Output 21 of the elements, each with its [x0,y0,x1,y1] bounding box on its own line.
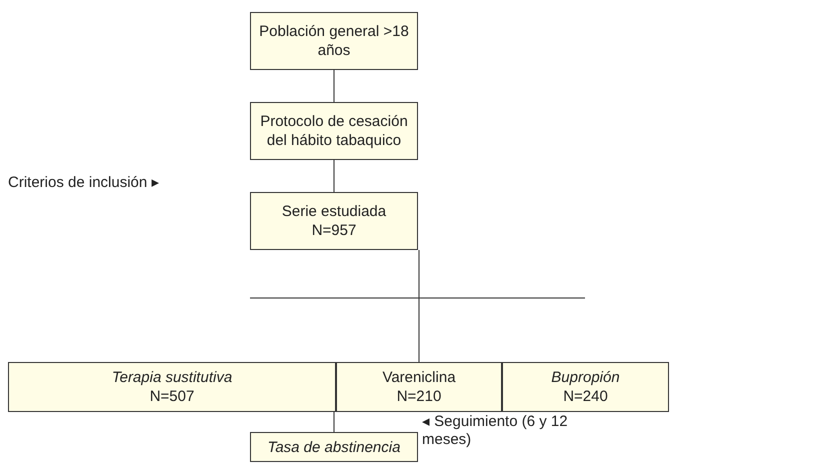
process-box [250,12,418,70]
box-text: Población general >18 años [258,22,410,60]
annotation-text: ◂ Seguimiento (6 y 12 meses) [422,413,569,449]
box-text: N=957 [312,221,356,240]
process-box [8,362,336,412]
process-box [336,362,502,412]
process-box [250,102,418,160]
box-text: Bupropión [551,368,620,387]
process-box [250,432,418,462]
connector-line [418,250,420,362]
box-text: N=507 [150,387,194,406]
box-text: Tasa de abstinencia [268,438,400,456]
process-box [250,192,418,250]
box-text: Terapia sustitutiva [112,368,232,387]
box-text: N=240 [563,387,608,406]
box-text: Serie estudiada [282,202,386,221]
box-text: Protocolo de cesación del hábito tabaquico [259,112,409,150]
annotation-text: Criterios de inclusión ▸ [8,174,160,192]
process-box [502,362,669,412]
box-text: Vareniclina [382,368,456,387]
box-text: N=210 [396,387,442,406]
